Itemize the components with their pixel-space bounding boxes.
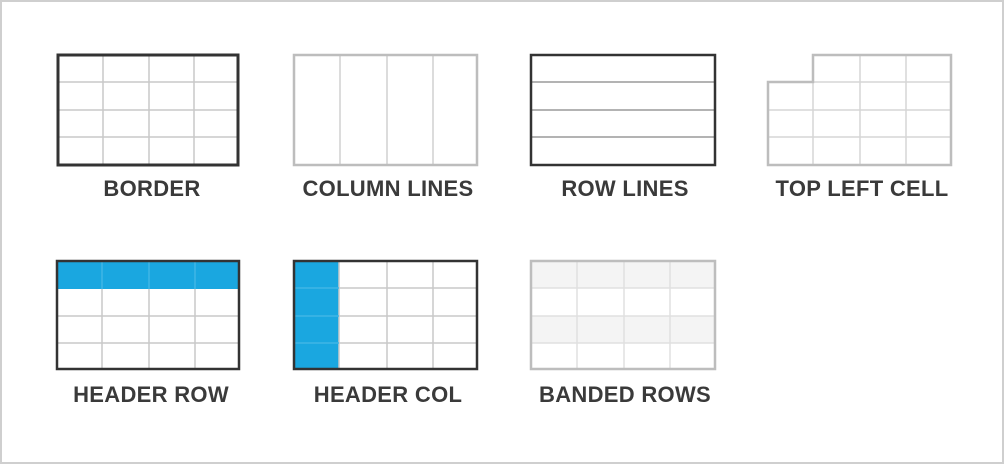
option-label: HEADER COL [313, 382, 463, 407]
option-border[interactable]: BORDER [56, 53, 247, 244]
option-row-lines[interactable]: ROW LINES [529, 53, 720, 244]
table-header-row-icon [55, 259, 241, 371]
option-header-row[interactable]: HEADER ROW [55, 259, 246, 450]
option-banded-rows[interactable]: BANDED ROWS [529, 259, 720, 450]
table-border-icon [56, 53, 240, 167]
table-banded-rows-icon [529, 259, 717, 371]
option-label: ROW LINES [561, 176, 689, 201]
option-label: BORDER [103, 176, 201, 201]
table-header-col-icon [292, 259, 479, 371]
table-top-left-cell-icon [766, 53, 953, 167]
header-row-fill [57, 261, 239, 289]
option-label: HEADER ROW [73, 382, 229, 407]
header-col-fill [294, 261, 339, 369]
option-label: COLUMN LINES [302, 176, 474, 201]
table-row-lines-icon [529, 53, 717, 167]
option-label: TOP LEFT CELL [775, 176, 949, 201]
option-header-col[interactable]: HEADER COL [292, 259, 483, 450]
option-column-lines[interactable]: COLUMN LINES [292, 53, 483, 244]
option-top-left-cell[interactable]: TOP LEFT CELL [766, 53, 957, 244]
table-column-lines-icon [292, 53, 479, 167]
option-label: BANDED ROWS [539, 382, 711, 407]
